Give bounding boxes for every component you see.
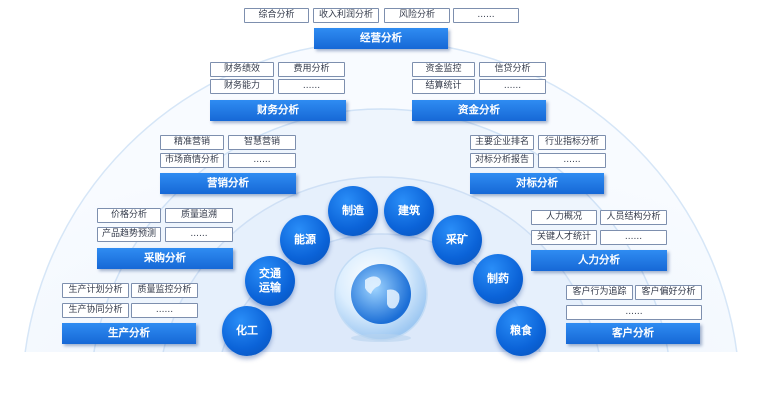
category-tag: ...... [228, 153, 296, 168]
category-tag: 市场商情分析 [160, 153, 224, 168]
category-tag: 收入利润分析 [313, 8, 379, 23]
category-tag: 财务绩效 [210, 62, 274, 77]
category-tag: ...... [479, 79, 546, 94]
category-tag: ...... [600, 230, 667, 245]
category-tag: 精准营销 [160, 135, 224, 150]
category-tag: ...... [453, 8, 519, 23]
category-tag: 财务能力 [210, 79, 274, 94]
category-tag: 质量监控分析 [131, 283, 198, 298]
category-tag: 生产计划分析 [62, 283, 129, 298]
category-tag: 智慧营销 [228, 135, 296, 150]
category-tag: 产品趋势预测 [97, 227, 161, 242]
category-header: 资金分析 [412, 100, 546, 121]
category-tag: ...... [538, 153, 606, 168]
category-header: 生产分析 [62, 323, 196, 344]
category-tag: 质量追溯 [165, 208, 233, 223]
category-header: 采购分析 [97, 248, 233, 269]
category-header: 营销分析 [160, 173, 296, 194]
industry-bubble: 制药 [473, 254, 523, 304]
category-tag: 信贷分析 [479, 62, 546, 77]
category-tag: 关键人才统计 [531, 230, 597, 245]
category-tag: 综合分析 [244, 8, 309, 23]
category-tag: 结算统计 [412, 79, 475, 94]
category-tag: ...... [566, 305, 702, 320]
category-header: 客户分析 [566, 323, 700, 344]
category-tag: 主要企业排名 [470, 135, 534, 150]
category-tag: 客户偏好分析 [635, 285, 702, 300]
category-header: 对标分析 [470, 173, 604, 194]
category-tag: ...... [131, 303, 198, 318]
industry-bubble: 粮食 [496, 306, 546, 356]
category-tag: 行业指标分析 [538, 135, 606, 150]
globe-icon [334, 247, 428, 342]
industry-bubble: 制造 [328, 186, 378, 236]
industry-bubble: 交通 运输 [245, 256, 295, 306]
industry-bubble: 能源 [280, 215, 330, 265]
category-tag: 客户行为追踪 [566, 285, 633, 300]
industry-bubble: 建筑 [384, 186, 434, 236]
category-tag: 人员结构分析 [600, 210, 667, 225]
category-tag: 资金监控 [412, 62, 475, 77]
category-header: 财务分析 [210, 100, 346, 121]
category-tag: ...... [278, 79, 345, 94]
category-tag: 对标分析报告 [470, 153, 534, 168]
category-tag: 人力概况 [531, 210, 597, 225]
category-tag: 价格分析 [97, 208, 161, 223]
industry-bubble: 采矿 [432, 215, 482, 265]
category-header: 经营分析 [314, 28, 448, 49]
category-tag: 生产协同分析 [62, 303, 129, 318]
category-header: 人力分析 [531, 250, 667, 271]
category-tag: ...... [165, 227, 233, 242]
category-tag: 费用分析 [278, 62, 345, 77]
category-tag: 风险分析 [384, 8, 450, 23]
industry-bubble: 化工 [222, 306, 272, 356]
